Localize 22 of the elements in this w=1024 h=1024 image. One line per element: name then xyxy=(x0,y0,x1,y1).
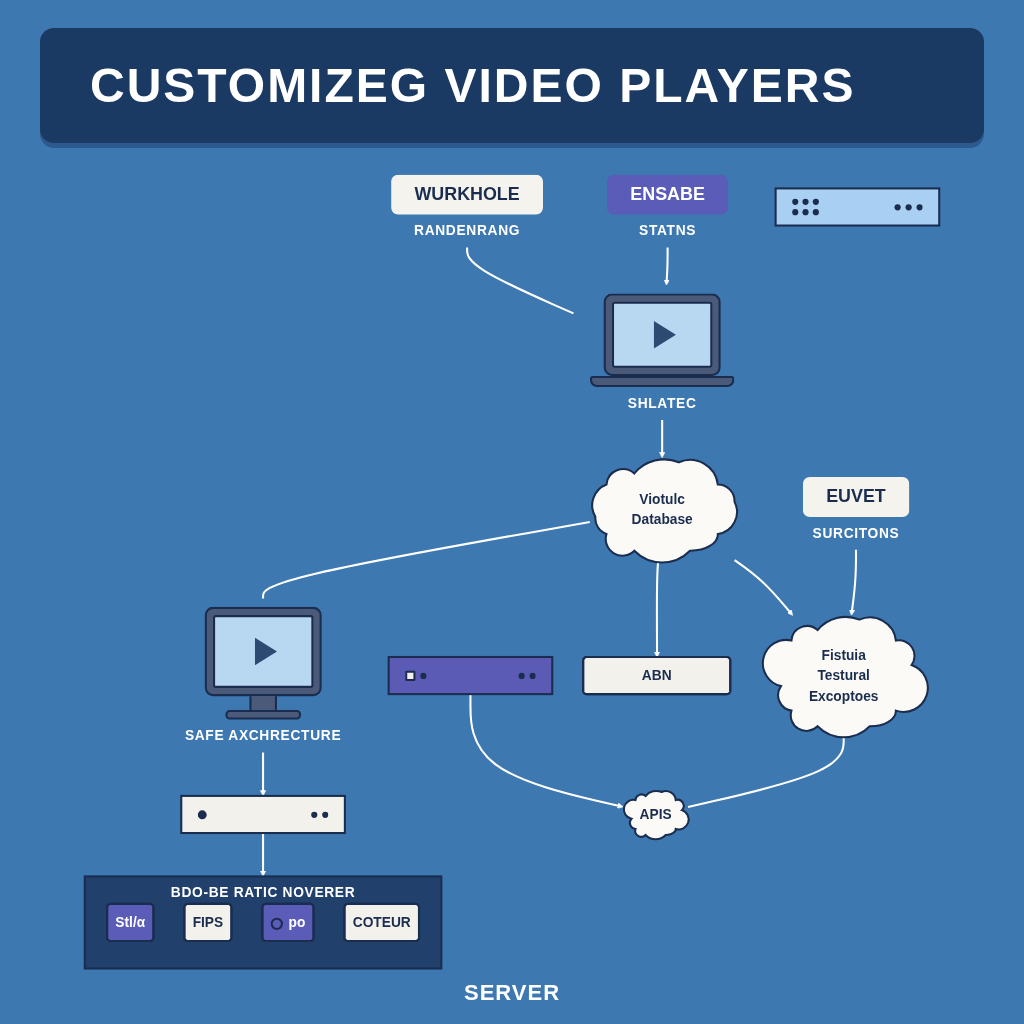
connector xyxy=(262,521,590,599)
arrow xyxy=(663,247,670,286)
node-label: SHLATEC xyxy=(627,395,697,411)
arrow xyxy=(659,420,666,459)
node-box xyxy=(387,656,554,696)
cluster xyxy=(83,875,443,970)
arrow xyxy=(733,559,794,616)
node-label: BDO-BE RATIC NOVERER xyxy=(170,884,356,900)
node-box xyxy=(774,187,941,227)
node-label: SURCITONS xyxy=(812,525,900,541)
node-box: ENSABE xyxy=(607,174,729,215)
arrow xyxy=(849,549,857,616)
node-label: STATNS xyxy=(639,222,697,238)
connector xyxy=(466,247,574,315)
node-label: RANDENRANG xyxy=(414,222,521,238)
arrow xyxy=(469,694,624,809)
label-text: SERVER xyxy=(463,980,561,1006)
node-box xyxy=(180,794,346,835)
node-box: WURKHOLE xyxy=(391,174,544,215)
node-label: SAFE AXCHRECTURE xyxy=(184,727,342,743)
node-box: EUVET xyxy=(802,477,910,517)
arrow xyxy=(260,833,267,877)
